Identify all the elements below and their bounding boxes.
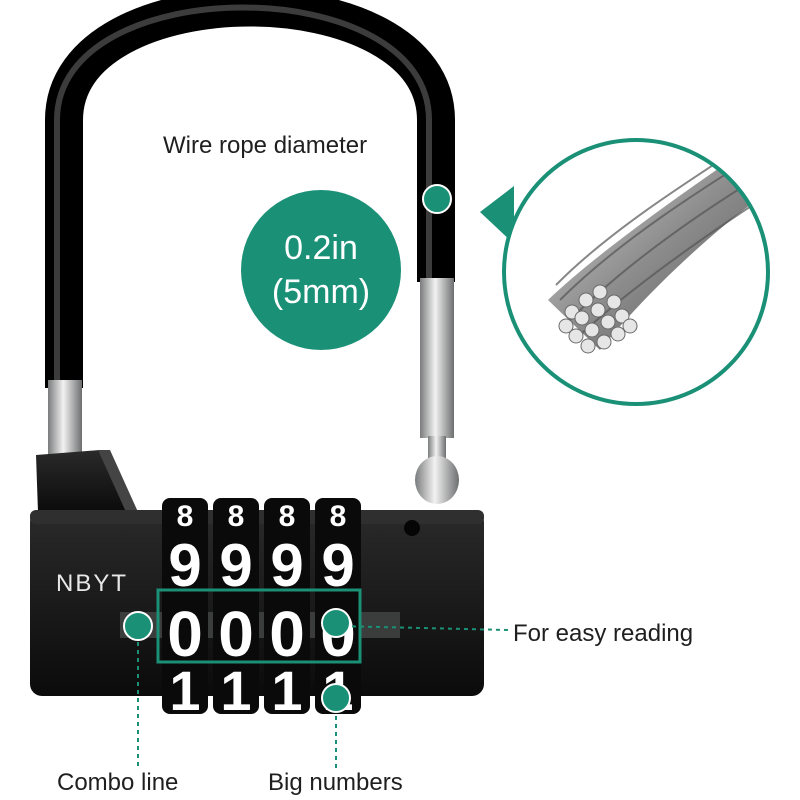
cable-shackle xyxy=(45,0,455,388)
dial-digit-active: 0 xyxy=(269,598,305,670)
diameter-badge: 0.2in (5mm) xyxy=(243,192,399,348)
big-numbers-label: Big numbers xyxy=(268,769,403,796)
right-ferrule-pin xyxy=(415,278,459,504)
combination-dials[interactable]: 8888999900001111 xyxy=(162,498,361,722)
dial-digit-lower: 1 xyxy=(169,659,200,722)
dial-digit-top: 8 xyxy=(279,500,296,533)
callout-dot-icon xyxy=(123,611,153,641)
diameter-millimeters: (5mm) xyxy=(271,273,371,311)
diameter-inches: 0.2in xyxy=(284,229,358,267)
wire-rope-diameter-label: Wire rope diameter xyxy=(163,132,368,159)
callout-dot-icon xyxy=(422,184,452,214)
diameter-badge-bg xyxy=(241,190,401,350)
dial-wheel-1[interactable] xyxy=(162,498,208,714)
callout-dot-icon xyxy=(321,683,351,713)
dial-wheel-4[interactable] xyxy=(315,498,361,714)
active-row-highlight xyxy=(156,588,362,664)
dial-digit-top: 8 xyxy=(330,500,347,533)
combo-line-label: Combo line xyxy=(57,769,179,796)
callout-dot-icon xyxy=(321,608,351,638)
dial-wheel-2[interactable] xyxy=(213,498,259,714)
dial-digit-top: 8 xyxy=(177,500,194,533)
dial-digit-upper: 9 xyxy=(219,532,252,599)
dial-digit-upper: 9 xyxy=(168,532,201,599)
dial-wheel-3[interactable] xyxy=(264,498,310,714)
dial-digit-lower: 1 xyxy=(271,659,302,722)
dial-digit-top: 8 xyxy=(228,500,245,533)
left-ferrule xyxy=(48,380,82,458)
easy-reading-label: For easy reading xyxy=(513,620,694,647)
brand-logo: NBYT xyxy=(56,570,129,597)
steel-cable-strands-icon xyxy=(502,138,770,406)
dial-digit-lower: 1 xyxy=(220,659,251,722)
dial-digit-upper: 9 xyxy=(321,532,354,599)
dial-digit-active: 0 xyxy=(167,598,203,670)
dial-digit-upper: 9 xyxy=(270,532,303,599)
detail-pointer xyxy=(480,186,514,244)
dial-digit-active: 0 xyxy=(218,598,254,670)
